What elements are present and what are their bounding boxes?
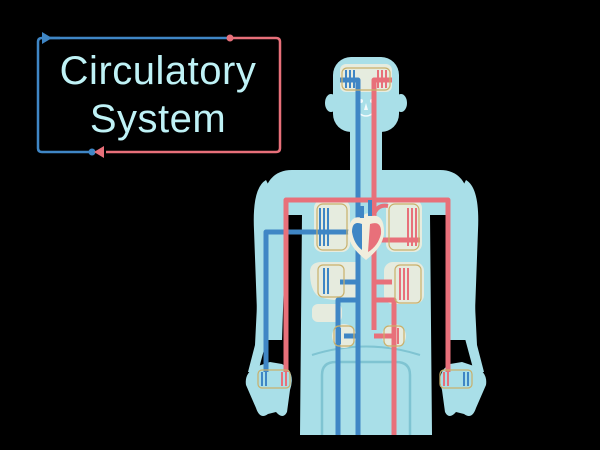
title-frame-blue — [36, 36, 230, 154]
left-arm — [253, 180, 286, 340]
right-hand — [440, 362, 487, 416]
title-line-2: System — [89, 97, 227, 141]
title-line-1: Circulatory — [59, 49, 257, 93]
capillaries — [257, 67, 473, 389]
heart — [348, 200, 389, 260]
title-frame — [36, 32, 282, 158]
body-silhouette — [245, 57, 487, 435]
arrow-left-icon — [94, 146, 104, 158]
torso — [248, 170, 484, 435]
title-frame-red — [106, 36, 282, 154]
right-arm — [446, 180, 479, 340]
neck — [350, 125, 382, 173]
intestine — [312, 304, 342, 322]
legs — [320, 360, 412, 435]
liver — [310, 262, 360, 301]
left-hand — [245, 362, 292, 416]
